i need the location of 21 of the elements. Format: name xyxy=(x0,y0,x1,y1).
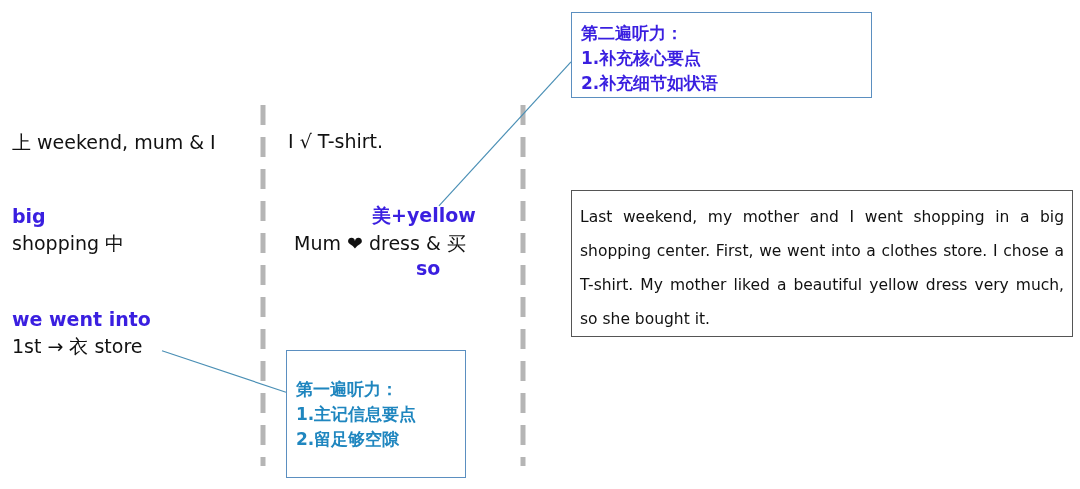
note-text: 上 weekend, mum & I xyxy=(12,130,216,155)
paragraph-box xyxy=(571,190,1073,337)
leader-line xyxy=(161,350,287,393)
leader-line xyxy=(438,61,572,207)
callout-item: 2.补充细节如状语 xyxy=(581,72,720,95)
note-text: shopping 中 xyxy=(12,231,125,256)
callout-item: 1.补充核心要点 xyxy=(581,47,703,70)
callout-item: 1.主记信息要点 xyxy=(296,403,418,426)
callout-box xyxy=(571,12,872,98)
note-text: 1st → 衣 store xyxy=(12,334,144,359)
note-text: 美+yellow xyxy=(372,203,477,228)
callout-item: 2.留足够空隙 xyxy=(296,428,401,451)
note-text: we went into xyxy=(12,308,151,330)
callout-box xyxy=(286,350,466,478)
callout-heading: 第二遍听力： xyxy=(581,22,684,45)
note-text: big xyxy=(12,205,46,227)
paragraph-text: Last weekend, my mother and I went shopping in a big shopping center. First, we went into a clothes store. I chose a T-shirt. My mother liked a beautiful yellow dress very much, so she bought it. xyxy=(580,207,1064,330)
note-text: I √ T-shirt. xyxy=(288,130,384,152)
note-text: so xyxy=(416,257,441,279)
callout-heading: 第一遍听力： xyxy=(296,378,399,401)
note-text: Mum ❤ dress & 买 xyxy=(294,231,466,256)
